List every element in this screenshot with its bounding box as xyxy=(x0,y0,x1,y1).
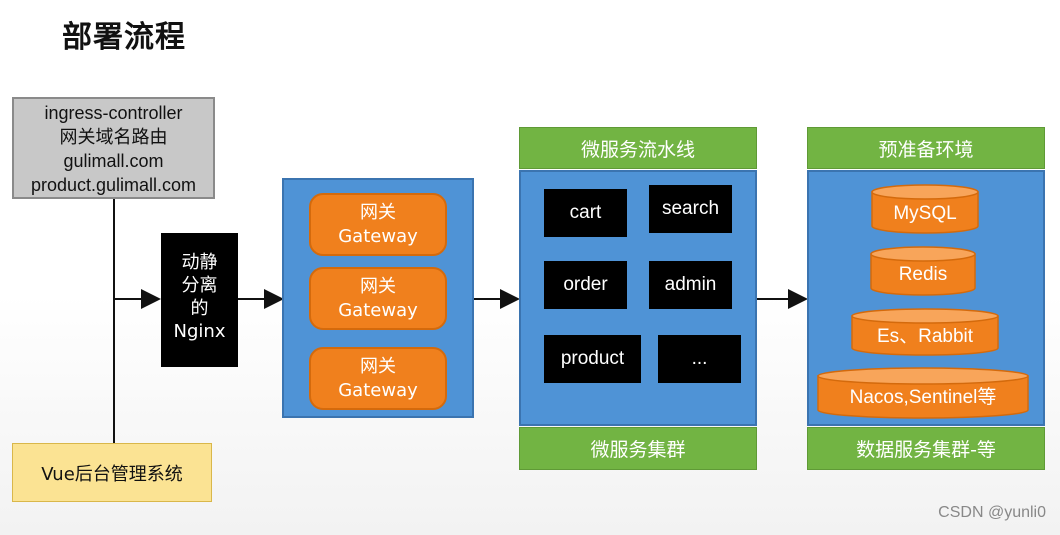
service-label: admin xyxy=(664,274,717,295)
microservices-footer: 微服务集群 xyxy=(519,427,757,470)
environment-footer: 数据服务集群-等 xyxy=(807,427,1045,470)
ingress-controller-box: ingress-controller 网关域名路由 gulimall.com p… xyxy=(12,97,215,199)
nginx-line: 分离 xyxy=(181,275,218,296)
service-admin: admin xyxy=(649,261,732,309)
environment-header-label: 预准备环境 xyxy=(878,138,974,161)
nginx-line: Nginx xyxy=(173,321,226,342)
environment-header: 预准备环境 xyxy=(807,127,1045,169)
watermark: CSDN @yunli0 xyxy=(938,504,1046,521)
cylinder-label: Redis xyxy=(899,264,948,285)
ingress-line: ingress-controller xyxy=(44,103,183,123)
gateway-node: 网关 Gateway xyxy=(309,193,447,256)
ingress-line: gulimall.com xyxy=(63,151,164,171)
nginx-box: 动静 分离 的 Nginx xyxy=(161,233,238,367)
service-order: order xyxy=(544,261,627,309)
service-label: order xyxy=(563,274,608,295)
service-product: product xyxy=(544,335,641,383)
service-label: product xyxy=(560,348,625,369)
gateway-node: 网关 Gateway xyxy=(309,347,447,410)
cylinder-es-rabbit: Es、Rabbit xyxy=(851,308,999,356)
service-label: ... xyxy=(691,348,708,369)
microservices-footer-label: 微服务集群 xyxy=(590,439,686,461)
gateway-label-cn: 网关 xyxy=(360,202,396,223)
microservices-header-label: 微服务流水线 xyxy=(580,138,695,161)
ingress-line: product.gulimall.com xyxy=(30,175,197,195)
nginx-line: 动静 xyxy=(181,252,218,273)
service-label: search xyxy=(661,198,720,219)
page-title: 部署流程 xyxy=(62,20,186,55)
gateway-label-en: Gateway xyxy=(338,380,418,401)
environment-footer-label: 数据服务集群-等 xyxy=(856,439,996,461)
gateway-node: 网关 Gateway xyxy=(309,267,447,330)
service-label: cart xyxy=(569,202,602,223)
vue-admin-box: Vue后台管理系统 xyxy=(12,443,212,502)
cylinder-mysql: MySQL xyxy=(871,184,979,234)
gateway-label-cn: 网关 xyxy=(360,276,396,297)
cylinder-redis: Redis xyxy=(870,246,976,296)
service-search: search xyxy=(649,185,732,233)
gateway-label-en: Gateway xyxy=(338,300,418,321)
nginx-line: 的 xyxy=(190,298,209,319)
vue-admin-label: Vue后台管理系统 xyxy=(41,463,183,485)
cylinder-label: MySQL xyxy=(893,203,956,224)
service-cart: cart xyxy=(544,189,627,237)
ingress-line: 网关域名路由 xyxy=(59,127,168,147)
service-more: ... xyxy=(658,335,741,383)
gateway-label-en: Gateway xyxy=(338,226,418,247)
microservices-header: 微服务流水线 xyxy=(519,127,757,169)
cylinder-label: Nacos,Sentinel等 xyxy=(850,386,997,408)
cylinder-nacos-sentinel: Nacos,Sentinel等 xyxy=(817,367,1029,419)
cylinder-label: Es、Rabbit xyxy=(877,326,974,347)
gateway-label-cn: 网关 xyxy=(360,356,396,377)
